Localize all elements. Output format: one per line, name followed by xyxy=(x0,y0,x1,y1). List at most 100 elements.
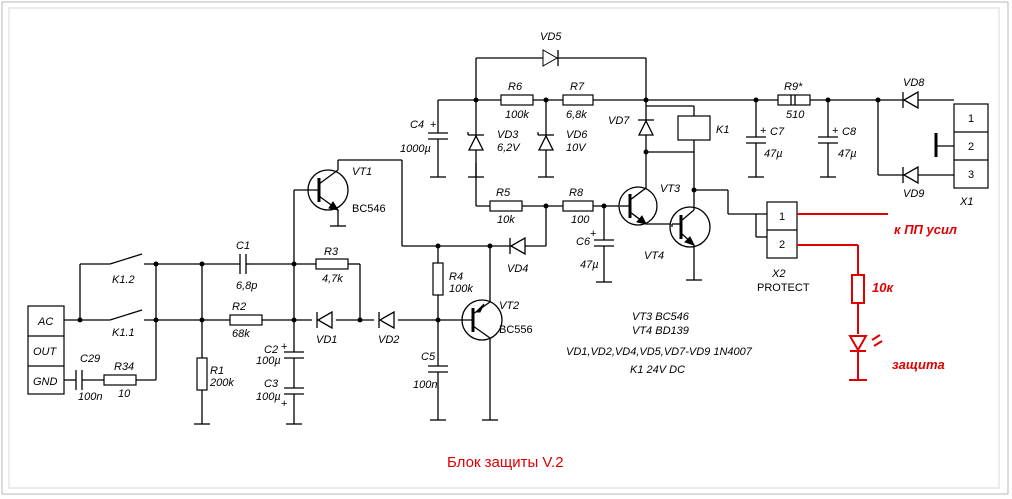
value-r5: 10k xyxy=(497,214,515,226)
label-k1-2: K1.2 xyxy=(112,274,135,286)
diode-vd5: VD5 xyxy=(540,31,562,67)
x2-pin2: 2 xyxy=(779,239,785,251)
label-out: OUT xyxy=(33,346,58,358)
label-vd7: VD7 xyxy=(608,115,630,127)
capacitor-c4: C4 + 1000µ xyxy=(400,100,448,178)
label-r9: R9* xyxy=(784,81,803,93)
resistor-r5: R5 10k xyxy=(489,187,523,226)
value-c2: 100µ xyxy=(256,355,281,367)
value-r7: 6,8k xyxy=(566,109,587,121)
capacitor-c1: C1 6,8p xyxy=(236,240,257,292)
svg-text:+: + xyxy=(832,125,838,137)
value-r2: 68k xyxy=(232,328,250,340)
note-diodes: VD1,VD2,VD4,VD5,VD7-VD9 1N4007 xyxy=(566,346,753,358)
transistor-vt4: VT4 xyxy=(644,206,711,281)
label-vd9: VD9 xyxy=(903,188,924,200)
label-r5: R5 xyxy=(496,187,511,199)
diode-vd2: VD2 xyxy=(378,310,399,346)
x1-pin1: 1 xyxy=(968,113,974,125)
capacitor-c5: C5 100n xyxy=(413,320,448,421)
svg-text:+: + xyxy=(281,341,287,353)
schematic-title: Блок защиты V.2 xyxy=(447,454,564,471)
label-r4: R4 xyxy=(449,271,463,283)
value-c1: 6,8p xyxy=(236,280,257,292)
label-vd4: VD4 xyxy=(507,263,528,275)
label-vt2: VT2 xyxy=(499,300,519,312)
diode-vd4: VD4 xyxy=(402,236,546,275)
value-r9: 510 xyxy=(786,109,805,121)
label-x1: X1 xyxy=(959,196,973,208)
label-r8: R8 xyxy=(569,187,584,199)
type-vt1: BC546 xyxy=(352,203,386,215)
value-c7: 47µ xyxy=(764,148,783,160)
transistor-vt1: VT1 BC546 xyxy=(294,159,403,246)
label-vt1: VT1 xyxy=(352,166,372,178)
connector-x1: 1 2 3 X1 xyxy=(934,103,989,208)
capacitor-c29: C29 100n xyxy=(75,353,104,403)
label-k1: K1 xyxy=(716,124,729,136)
label-r3: R3 xyxy=(324,246,339,258)
label-r6: R6 xyxy=(508,81,523,93)
value-c4: 1000µ xyxy=(400,143,431,155)
label-c8: C8 xyxy=(842,126,857,138)
resistor-r4: R4 100k xyxy=(432,246,473,320)
value-r4: 100k xyxy=(449,283,473,295)
svg-text:+: + xyxy=(281,398,287,410)
resistor-r8: R8 100 xyxy=(562,187,594,226)
resistor-r1: R1 200k xyxy=(194,357,234,425)
value-r3: 4,7k xyxy=(322,273,343,285)
switch-k1-2: K1.2 xyxy=(109,253,143,286)
connector-input: AC OUT GND xyxy=(27,305,65,395)
value-vd3: 6,2V xyxy=(497,142,521,154)
label-vd5: VD5 xyxy=(540,31,562,43)
relay-k1: K1 xyxy=(646,105,729,206)
label-c1: C1 xyxy=(236,240,250,252)
capacitor-c2: + C2 100µ xyxy=(256,320,304,388)
switch-k1-1: K1.1 xyxy=(109,309,143,339)
resistor-r7: R7 6,8k xyxy=(562,81,594,121)
x1-pin2: 2 xyxy=(968,141,974,153)
value-c6: 47µ xyxy=(580,259,599,271)
label-protection-led: защита xyxy=(892,357,945,372)
label-ac: AC xyxy=(37,316,53,328)
zener-vd3: VD3 6,2V xyxy=(467,100,521,178)
type-vt2: BC556 xyxy=(499,324,533,336)
connector-x2: 1 2 X2 PROTECT xyxy=(757,201,810,294)
svg-text:+: + xyxy=(430,119,436,131)
label-x2-protect: PROTECT xyxy=(757,282,810,294)
label-vd2: VD2 xyxy=(378,334,399,346)
label-c2: C2 xyxy=(264,344,278,356)
transistor-vt3: VT3 xyxy=(618,183,681,226)
label-x2: X2 xyxy=(771,268,785,280)
label-to-amp: к ПП усил xyxy=(894,222,957,237)
label-vd1: VD1 xyxy=(316,334,337,346)
diode-vd8: VD8 xyxy=(902,77,925,110)
label-c29: C29 xyxy=(80,353,100,365)
svg-text:+: + xyxy=(590,228,596,240)
label-vt4: VT4 xyxy=(644,250,664,262)
diode-vd1: VD1 xyxy=(316,310,337,346)
capacitor-c6: + C6 47µ xyxy=(576,228,614,283)
capacitor-c3: + C3 100µ xyxy=(256,378,304,425)
label-c6: C6 xyxy=(576,236,591,248)
value-c5: 100n xyxy=(413,379,437,391)
zener-vd6: VD6 10V xyxy=(537,100,588,178)
label-c3: C3 xyxy=(264,378,279,390)
value-c3: 100µ xyxy=(256,391,281,403)
value-vd6: 10V xyxy=(566,142,587,154)
component-notes: VT3 BC546 VT4 BD139 VD1,VD2,VD4,VD5,VD7-… xyxy=(566,311,753,376)
note-relay: K1 24V DC xyxy=(630,364,685,376)
value-r34: 10 xyxy=(118,388,131,400)
frame-inner xyxy=(8,7,1000,489)
note-vt4: VT4 BD139 xyxy=(632,325,689,337)
resistor-r9: R9* 510 xyxy=(777,81,811,121)
x1-pin3: 3 xyxy=(968,169,974,181)
label-r2: R2 xyxy=(232,301,246,313)
resistor-r6: R6 100k xyxy=(500,81,534,121)
value-r1: 200k xyxy=(209,377,234,389)
transistor-vt2: VT2 BC556 xyxy=(438,246,533,421)
label-c4: C4 xyxy=(410,119,424,131)
capacitor-c7: + C7 47µ xyxy=(746,100,785,178)
